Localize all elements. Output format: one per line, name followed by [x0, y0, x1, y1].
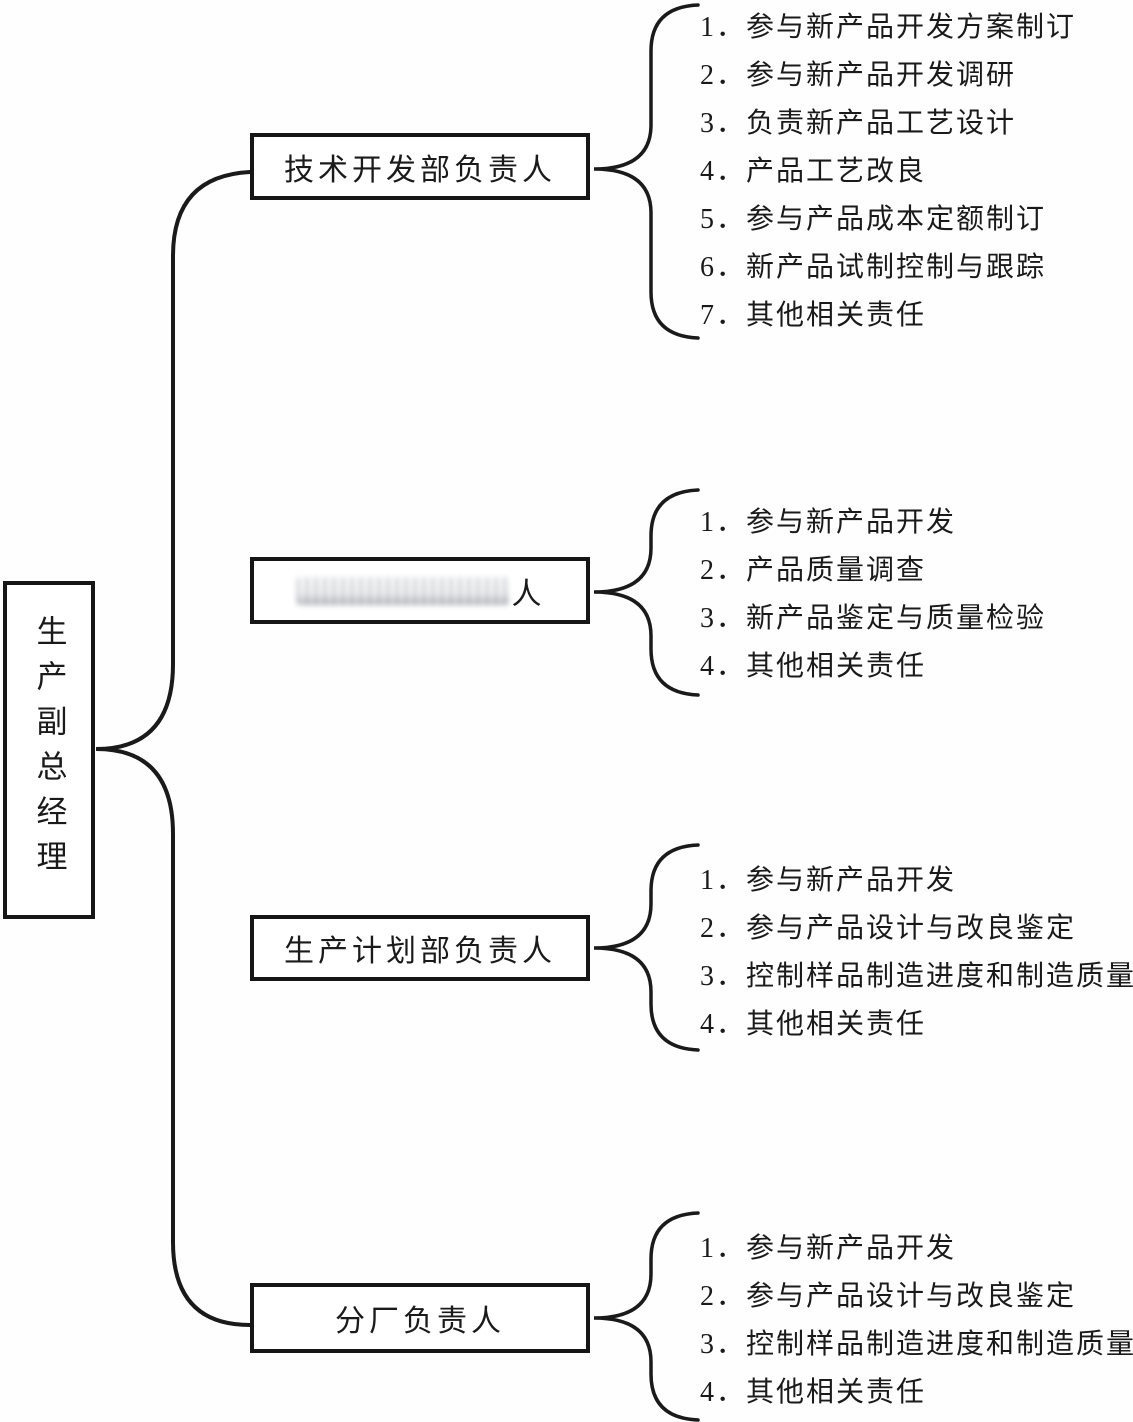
node-production-vp: 生产副总经理	[3, 581, 95, 919]
list-item: 2．参与产品设计与改良鉴定	[700, 913, 1077, 944]
node-tech-dev-dept-head-label: 技术开发部负责人	[284, 153, 556, 187]
responsibility-list-3: 1．参与新产品开发 2．参与产品设计与改良鉴定 3．控制样品制造进度和制造质量 …	[700, 854, 1133, 1046]
brace-group-4	[593, 1211, 700, 1422]
brace-group-2	[593, 488, 700, 697]
list-item: 2．产品质量调查	[700, 555, 927, 586]
list-item: 6．新产品试制控制与跟踪	[700, 252, 1047, 283]
trunk-brace	[95, 170, 252, 1327]
list-item: 1．参与新产品开发方案制订	[700, 12, 1077, 43]
list-item: 2．参与新产品开发调研	[700, 60, 1017, 91]
node-tech-dev-dept-head: 技术开发部负责人	[250, 133, 590, 200]
list-item: 4．产品工艺改良	[700, 156, 927, 187]
node-production-vp-label: 生产副总经理	[31, 615, 67, 885]
node-obscured-label-visible: 人	[511, 577, 544, 611]
obscured-text-smudge	[296, 576, 509, 605]
list-item: 7．其他相关责任	[700, 300, 927, 331]
node-branch-factory-head: 分厂负责人	[250, 1283, 590, 1353]
list-item: 3．控制样品制造进度和制造质量	[700, 961, 1133, 992]
list-item: 3．控制样品制造进度和制造质量	[700, 1329, 1133, 1360]
list-item: 4．其他相关责任	[700, 1009, 927, 1040]
list-item: 5．参与产品成本定额制订	[700, 204, 1047, 235]
node-obscured-label-row: 人	[296, 569, 544, 613]
list-item: 1．参与新产品开发	[700, 507, 957, 538]
node-branch-factory-label: 分厂负责人	[335, 1305, 505, 1338]
node-obscured-dept-head: 人	[250, 557, 590, 624]
list-item: 3．新产品鉴定与质量检验	[700, 603, 1047, 634]
node-production-planning-dept-head: 生产计划部负责人	[250, 915, 590, 981]
responsibility-list-2: 1．参与新产品开发 2．产品质量调查 3．新产品鉴定与质量检验 4．其他相关责任	[700, 496, 1046, 688]
list-item: 3．负责新产品工艺设计	[700, 108, 1017, 139]
node-production-planning-label: 生产计划部负责人	[284, 935, 556, 968]
responsibility-list-1: 1．参与新产品开发方案制订 2．参与新产品开发调研 3．负责新产品工艺设计 4．…	[700, 1, 1076, 337]
list-item: 1．参与新产品开发	[700, 1233, 957, 1264]
list-item: 4．其他相关责任	[700, 1377, 927, 1408]
brace-group-3	[593, 843, 700, 1052]
list-item: 4．其他相关责任	[700, 651, 927, 682]
responsibility-list-4: 1．参与新产品开发 2．参与产品设计与改良鉴定 3．控制样品制造进度和制造质量 …	[700, 1222, 1133, 1414]
list-item: 1．参与新产品开发	[700, 865, 957, 896]
brace-group-1	[593, 3, 700, 340]
list-item: 2．参与产品设计与改良鉴定	[700, 1281, 1077, 1312]
